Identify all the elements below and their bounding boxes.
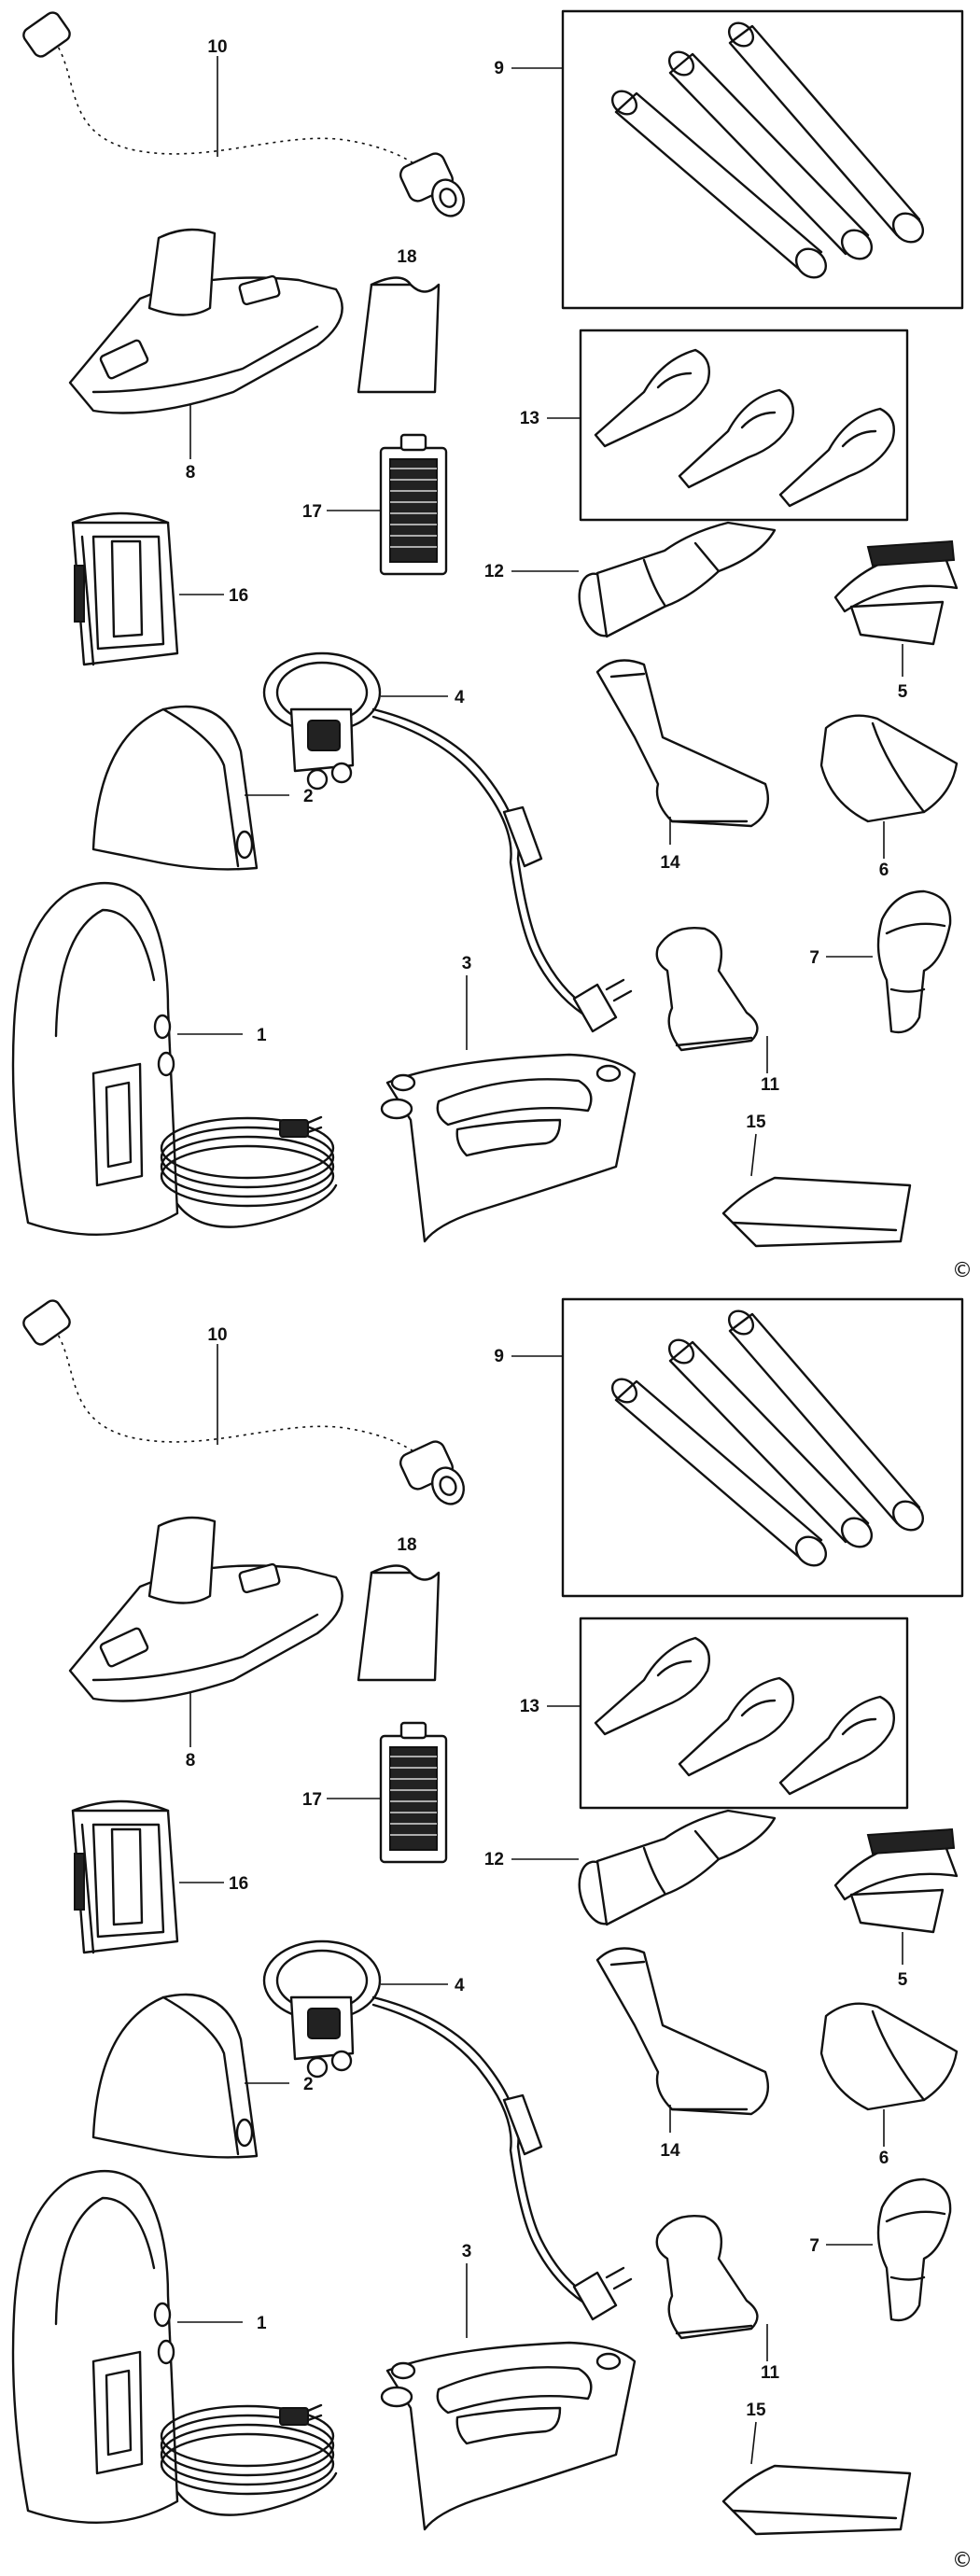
label-part-6: 6 <box>879 2149 889 2168</box>
diagram-panel-top: 10 9 18 8 17 13 12 16 5 4 2 14 6 7 3 1 1… <box>13 9 973 1282</box>
label-part-2: 2 <box>303 2075 314 2094</box>
label-part-16: 16 <box>229 586 248 606</box>
label-part-12: 12 <box>484 1850 504 1869</box>
label-part-5: 5 <box>898 682 908 702</box>
label-part-8: 8 <box>186 1751 196 1771</box>
label-part-12: 12 <box>484 562 504 581</box>
label-part-18: 18 <box>397 1535 416 1555</box>
label-part-18: 18 <box>397 247 416 267</box>
label-part-2: 2 <box>303 787 314 806</box>
label-part-4: 4 <box>455 1976 465 1995</box>
label-part-8: 8 <box>186 463 196 483</box>
label-part-6: 6 <box>879 861 889 880</box>
label-part-14: 14 <box>660 2141 680 2161</box>
label-part-3: 3 <box>462 2242 472 2261</box>
label-part-7: 7 <box>809 948 819 968</box>
label-part-15: 15 <box>746 1113 766 1132</box>
label-part-13: 13 <box>520 409 539 428</box>
label-part-10: 10 <box>207 37 227 57</box>
label-part-1: 1 <box>257 2314 267 2333</box>
label-part-11: 11 <box>761 2363 780 2383</box>
label-part-14: 14 <box>660 853 680 873</box>
label-part-17: 17 <box>302 502 322 522</box>
label-part-17: 17 <box>302 1790 322 1810</box>
label-part-7: 7 <box>809 2236 819 2256</box>
label-part-4: 4 <box>455 688 465 707</box>
label-part-10: 10 <box>207 1325 227 1345</box>
label-part-13: 13 <box>520 1697 539 1716</box>
label-part-15: 15 <box>746 2401 766 2420</box>
label-part-9: 9 <box>494 1347 504 1366</box>
diagram-panel-bottom: 10 9 18 8 17 13 12 16 5 4 2 14 6 7 3 1 1… <box>13 1297 973 2572</box>
label-part-1: 1 <box>257 1026 267 1045</box>
label-part-9: 9 <box>494 59 504 78</box>
label-part-3: 3 <box>462 954 472 973</box>
label-part-16: 16 <box>229 1874 248 1894</box>
copyright-mark: © <box>952 1259 973 1282</box>
label-part-5: 5 <box>898 1970 908 1990</box>
label-part-11: 11 <box>761 1075 780 1095</box>
copyright-mark: © <box>952 2549 973 2572</box>
